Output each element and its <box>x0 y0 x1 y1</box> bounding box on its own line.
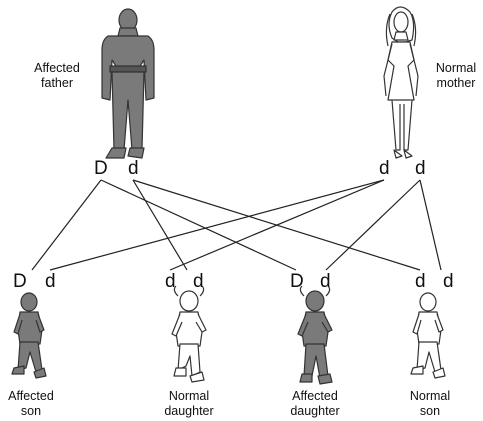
father-label-line1: Affected <box>34 61 80 75</box>
child-2-label-line1: Normal <box>168 389 210 403</box>
child-4-allele-2: d <box>443 271 454 292</box>
line-mother-d1-to-son-affected <box>49 179 385 271</box>
child-3-allele-1: D <box>290 271 304 292</box>
child-1-label: Affected son <box>0 389 62 419</box>
line-mother-d2-to-son-normal <box>419 179 442 271</box>
normal-daughter-figure <box>171 285 207 383</box>
line-father-D-to-son-affected <box>31 179 102 271</box>
child-1-allele-2: d <box>45 271 56 292</box>
child-4-label-line1: Normal <box>409 389 451 403</box>
child-4-label: Normal son <box>400 389 460 419</box>
mother-label-line2: mother <box>436 76 476 90</box>
child-2-allele-1: d <box>165 271 176 292</box>
child-4-allele-1: d <box>415 271 426 292</box>
inheritance-lines <box>31 179 442 271</box>
child-1-label-line1: Affected <box>8 389 54 403</box>
child-3-allele-2: d <box>320 271 331 292</box>
mother-figure <box>383 6 419 159</box>
normal-son-figure <box>410 292 446 379</box>
mother-allele-2: d <box>415 158 426 179</box>
child-1-allele-1: D <box>13 271 27 292</box>
child-3-label-line2: daughter <box>290 404 340 418</box>
child-3-label-line1: Affected <box>292 389 338 403</box>
child-4-label-line2: son <box>419 404 441 418</box>
father-label: Affected father <box>24 61 90 91</box>
line-father-D-to-daughter-affected <box>100 179 297 271</box>
line-mother-d1-to-daughter-normal <box>169 179 385 271</box>
affected-son-figure <box>11 292 47 379</box>
father-figure <box>101 8 155 159</box>
child-2-allele-2: d <box>193 271 204 292</box>
father-allele-1: D <box>94 158 108 179</box>
father-allele-2: d <box>128 158 139 179</box>
affected-daughter-figure <box>297 285 333 385</box>
child-1-label-line2: son <box>20 404 42 418</box>
mother-allele-1: d <box>379 158 390 179</box>
line-mother-d2-to-daughter-affected <box>325 179 421 271</box>
father-label-line2: father <box>41 76 73 90</box>
mother-label: Normal mother <box>430 61 482 91</box>
child-2-label-line2: daughter <box>164 404 214 418</box>
mother-label-line1: Normal <box>435 61 477 75</box>
child-2-label: Normal daughter <box>153 389 225 419</box>
child-3-label: Affected daughter <box>279 389 351 419</box>
line-father-d-to-daughter-normal <box>132 179 188 271</box>
